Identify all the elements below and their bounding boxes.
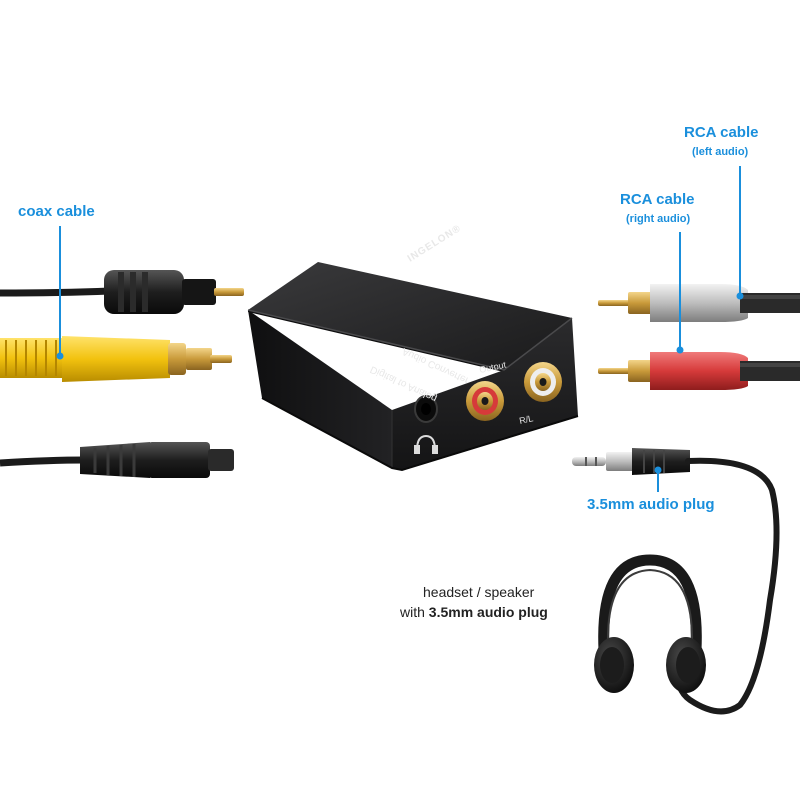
callout-rca-left-dot: [736, 292, 744, 300]
coax-cable-label: coax cable: [18, 203, 95, 220]
rca-jack-red: [466, 381, 504, 421]
headset-label-line1: headset / speaker: [423, 584, 535, 600]
rca-left-sub: (left audio): [692, 146, 749, 158]
audio-plug-35mm: [572, 448, 780, 715]
rca-right-title: RCA cable: [620, 191, 695, 208]
headset-label-line2: with 3.5mm audio plug: [400, 604, 548, 620]
device-brand: INGELON®: [406, 223, 464, 265]
power-cable: [0, 442, 234, 478]
rca-left-title: RCA cable: [684, 124, 759, 141]
callout-coax-dot: [56, 352, 64, 360]
rca-right-sub: (right audio): [626, 213, 691, 225]
audio-plug-label: 3.5mm audio plug: [587, 496, 715, 513]
headset-label-prefix: with: [400, 604, 429, 620]
rca-jack-white: [524, 362, 562, 402]
rca-cable-white: [598, 284, 800, 322]
channel-label: R/L: [518, 413, 534, 426]
coax-cable: [0, 336, 232, 382]
rca-cable-red: [598, 352, 800, 390]
headset-label-bold: 3.5mm audio plug: [428, 604, 548, 620]
converter-device: INGELON® Digital to Analog Audio Convert…: [247, 223, 579, 472]
headphones: [594, 554, 706, 693]
optical-cable: [0, 270, 244, 314]
callout-lines: [56, 166, 744, 492]
callout-plug-dot: [654, 466, 662, 474]
headphone-icon: [414, 434, 438, 454]
callout-rca-right-dot: [676, 346, 684, 354]
